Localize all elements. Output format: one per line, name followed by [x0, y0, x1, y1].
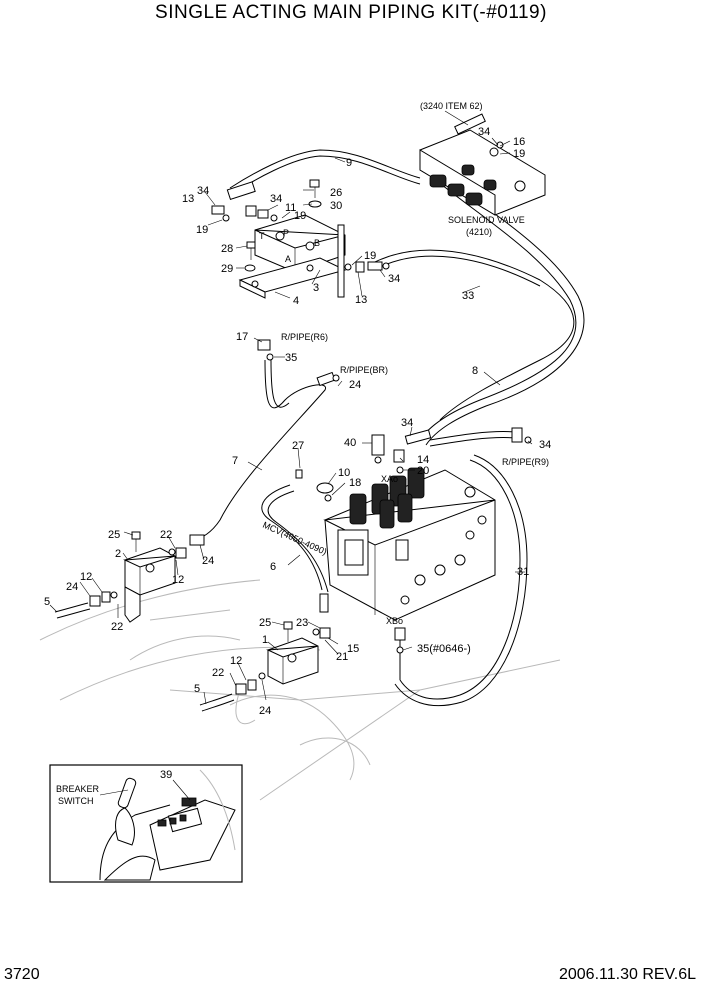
callout-19-c: 19	[294, 210, 306, 222]
callout-18: 18	[349, 477, 361, 489]
callout-3: 3	[313, 282, 319, 294]
callout-34-a: 34	[478, 126, 490, 138]
callout-15: 15	[347, 643, 359, 655]
pedal-valve-lower	[235, 621, 331, 695]
main-control-valve	[295, 434, 496, 654]
pipe-fittings-mid	[257, 339, 532, 613]
callout-20: 20	[417, 465, 429, 477]
callout-34-d: 34	[388, 273, 400, 285]
port-p-label: P	[283, 228, 289, 238]
callout-6: 6	[270, 561, 276, 573]
callout-27: 27	[292, 440, 304, 452]
callout-12-b: 12	[172, 574, 184, 586]
callout-17: 17	[236, 331, 248, 343]
callout-11: 11	[285, 202, 296, 214]
callout-12-c: 12	[230, 655, 242, 667]
callout-34-e: 34	[401, 417, 413, 429]
callout-14: 14	[417, 454, 429, 466]
callout-19-a: 19	[513, 148, 525, 160]
callout-24-a: 24	[349, 379, 361, 391]
mcv-label: MCV(4050-4090)	[261, 520, 328, 557]
callout-5-lower: 5	[194, 683, 200, 695]
callout-34-c: 34	[270, 193, 282, 205]
breaker-label-line1: BREAKER	[56, 784, 100, 794]
port-b-label: B	[314, 238, 320, 248]
pedal-valve-upper	[89, 531, 205, 623]
breaker-label-line2: SWITCH	[58, 796, 94, 806]
callout-24-d: 24	[259, 705, 271, 717]
callout-10: 10	[338, 467, 350, 479]
callout-34-f: 34	[539, 439, 551, 451]
page-number: 3720	[4, 966, 40, 983]
machine-ghost-outline	[39, 579, 561, 801]
solenoid-valve	[419, 113, 546, 216]
callout-24-b: 24	[202, 555, 214, 567]
xb-port-label: XBo	[386, 616, 403, 626]
rpipe-r6-label: R/PIPE(R6)	[281, 332, 328, 342]
port-t-label: T	[259, 231, 265, 241]
hose-lines	[54, 149, 585, 712]
callout-7: 7	[232, 455, 238, 467]
callout-26: 26	[330, 187, 342, 199]
callout-12-a: 12	[80, 571, 92, 583]
port-a-label: A	[285, 254, 291, 264]
callout-19-b: 19	[196, 224, 208, 236]
rpipe-br-label: R/PIPE(BR)	[340, 365, 388, 375]
callout-33: 33	[462, 290, 474, 302]
callout-13-b: 13	[355, 294, 367, 306]
callout-34-b: 34	[197, 185, 209, 197]
callout-23: 23	[296, 617, 308, 629]
page-title: SINGLE ACTING MAIN PIPING KIT(-#0119)	[155, 2, 547, 23]
callout-22-b: 22	[111, 621, 123, 633]
top-fittings	[211, 181, 390, 273]
callout-39: 39	[160, 769, 172, 781]
callout-8: 8	[472, 365, 478, 377]
ref-3240-label: (3240 ITEM 62)	[420, 101, 483, 111]
solenoid-valve-label: SOLENOID VALVE	[448, 215, 525, 225]
callout-13-a: 13	[182, 193, 194, 205]
callout-19-d: 19	[364, 250, 376, 262]
callout-1: 1	[262, 634, 268, 646]
leader-lines	[49, 110, 533, 705]
callout-9: 9	[346, 157, 352, 169]
item-35-note: 35(#0646-)	[417, 643, 471, 655]
callout-21: 21	[336, 651, 348, 663]
callout-25-b: 25	[259, 617, 271, 629]
callout-25-a: 25	[108, 529, 120, 541]
breaker-switch-inset	[49, 764, 243, 883]
callout-30: 30	[330, 200, 342, 212]
rpipe-r9-label: R/PIPE(R9)	[502, 457, 549, 467]
callout-22-a: 22	[160, 529, 172, 541]
callout-29: 29	[221, 263, 233, 275]
callout-24-c: 24	[66, 581, 78, 593]
callout-35: 35	[285, 352, 297, 364]
callout-22-c: 22	[212, 667, 224, 679]
callout-16: 16	[513, 136, 525, 148]
date-revision: 2006.11.30 REV.6L	[558, 966, 696, 983]
callout-40: 40	[344, 437, 356, 449]
callout-4: 4	[293, 295, 299, 307]
callout-2: 2	[115, 548, 121, 560]
solenoid-ref-label: (4210)	[466, 227, 492, 237]
callout-28: 28	[221, 243, 233, 255]
callout-31: 31	[517, 566, 529, 578]
callout-5-upper: 5	[44, 596, 50, 608]
xa-port-label: XAo	[381, 474, 398, 484]
